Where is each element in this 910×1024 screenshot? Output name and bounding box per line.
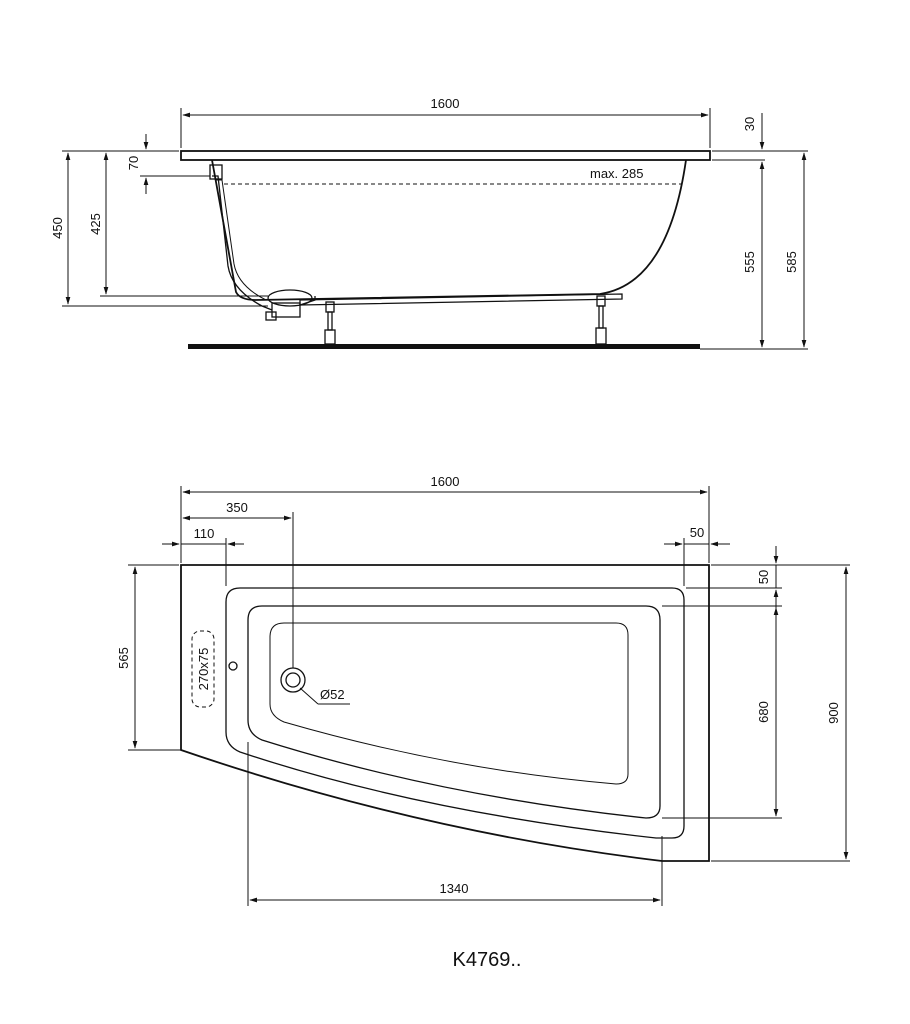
dim-top-length-label: 1600 [431,474,460,489]
dim-overall-width-label: 900 [826,702,841,724]
tub-outline [180,564,710,862]
top-view: 270x75 Ø52 1600 350 110 50 [116,474,850,906]
side-view: max. 285 1600 30 555 585 450 425 [50,96,808,350]
dim-total-height-label: 585 [784,251,799,273]
leg-right [595,295,607,345]
access-panel-label: 270x75 [196,648,211,691]
drain-inner [285,672,301,688]
dim-drain-offset-label: 350 [226,500,248,515]
tub-body [211,159,687,301]
overflow-head [209,164,223,180]
overflow-hole [228,661,238,671]
model-code: K4769.. [453,949,522,971]
dim-top-rim-label: 50 [756,570,771,584]
drain-outer [280,667,306,693]
tub-basin [247,605,661,819]
dim-inner-width-label: 680 [756,701,771,723]
dim-drain-height-label: 425 [88,213,103,235]
dim-overflow-offset-label: 110 [194,526,215,541]
water-level-label: max. 285 [590,166,643,181]
dim-overflow-depth-label: 70 [126,156,141,170]
drain-trap [265,289,316,321]
dim-rim-label: 30 [742,117,757,131]
dim-inner-height-label: 555 [742,251,757,273]
tub-rim [180,150,711,161]
overflow-pipe [212,175,273,311]
dim-left-width-label: 565 [116,647,131,669]
dim-bottom-length-label: 1340 [440,881,469,896]
access-panel-outline [191,630,215,708]
leg-left [324,301,336,345]
floor-line [188,344,700,349]
tub-floor [269,622,629,785]
tub-rim-inner [225,587,685,839]
dim-left-height-label: 450 [50,217,65,239]
dim-right-rim-label: 50 [690,525,704,540]
dim-side-length-label: 1600 [431,96,460,111]
drain-diameter-label: Ø52 [320,687,345,702]
